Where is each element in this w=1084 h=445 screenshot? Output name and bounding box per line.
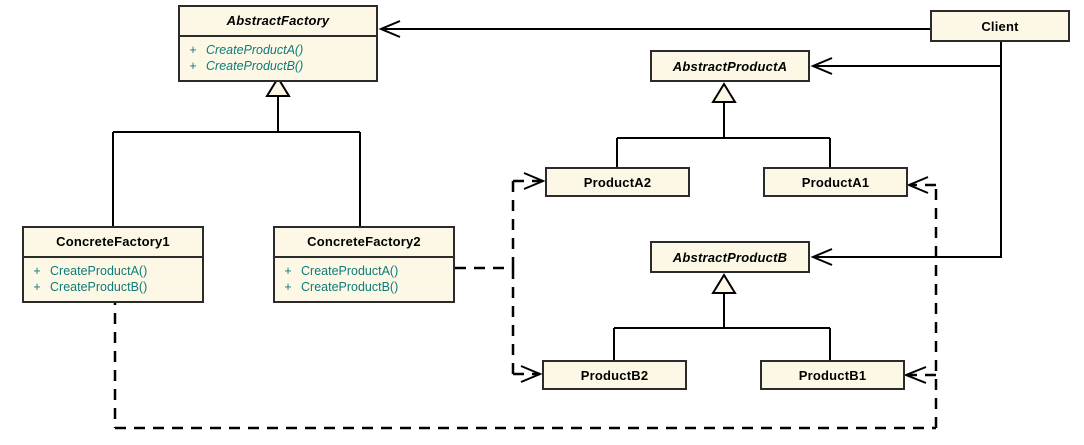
member-row: + CreateProductA() bbox=[275, 263, 453, 279]
class-name-product-b2: ProductB2 bbox=[580, 367, 649, 383]
member-row: + CreateProductA() bbox=[24, 263, 202, 279]
member-signature: CreateProductB() bbox=[206, 59, 304, 73]
class-name-product-b1: ProductB1 bbox=[798, 367, 867, 383]
class-box-product-b1[interactable]: ProductB1 bbox=[760, 360, 905, 390]
class-name-concrete-factory-1: ConcreteFactory1 bbox=[24, 228, 202, 258]
visibility-marker: + bbox=[189, 59, 197, 73]
edge-concrete-factory-1-creates-products-1 bbox=[113, 176, 938, 430]
member-row: + CreateProductB() bbox=[24, 279, 202, 295]
class-members-concrete-factory-2: + CreateProductA() + CreateProductB() bbox=[275, 258, 453, 301]
class-members-concrete-factory-1: + CreateProductA() + CreateProductB() bbox=[24, 258, 202, 301]
class-box-abstract-product-a[interactable]: AbstractProductA bbox=[650, 50, 810, 82]
member-row: + CreateProductA() bbox=[180, 42, 376, 58]
class-name-concrete-factory-2: ConcreteFactory2 bbox=[275, 228, 453, 258]
edge-concrete-factory-2-creates-products-2 bbox=[455, 172, 546, 383]
member-signature: CreateProductA() bbox=[50, 264, 148, 278]
visibility-marker: + bbox=[284, 280, 292, 294]
class-name-abstract-product-a: AbstractProductA bbox=[672, 58, 788, 74]
member-signature: CreateProductB() bbox=[50, 280, 148, 294]
class-box-concrete-factory-1[interactable]: ConcreteFactory1 + CreateProductA() + Cr… bbox=[22, 226, 204, 303]
class-name-abstract-product-b: AbstractProductB bbox=[672, 249, 788, 265]
member-signature: CreateProductA() bbox=[206, 43, 304, 57]
class-name-product-a1: ProductA1 bbox=[801, 174, 870, 190]
edge-concrete-factories-to-abstract-factory bbox=[112, 73, 361, 226]
edge-client-to-abstract-factory bbox=[378, 20, 930, 38]
class-box-client[interactable]: Client bbox=[930, 10, 1070, 42]
class-box-product-b2[interactable]: ProductB2 bbox=[542, 360, 687, 390]
class-box-product-a1[interactable]: ProductA1 bbox=[763, 167, 908, 197]
class-members-abstract-factory: + CreateProductA() + CreateProductB() bbox=[180, 37, 376, 80]
class-box-abstract-product-b[interactable]: AbstractProductB bbox=[650, 241, 810, 273]
member-signature: CreateProductA() bbox=[301, 264, 399, 278]
visibility-marker: + bbox=[189, 43, 197, 57]
class-box-abstract-factory[interactable]: AbstractFactory + CreateProductA() + Cre… bbox=[178, 5, 378, 82]
edge-products-a-to-abstract-product-a bbox=[616, 82, 831, 167]
member-row: + CreateProductB() bbox=[275, 279, 453, 295]
visibility-marker: + bbox=[33, 264, 41, 278]
member-row: + CreateProductB() bbox=[180, 58, 376, 74]
member-signature: CreateProductB() bbox=[301, 280, 399, 294]
edge-products-b-to-abstract-product-b bbox=[613, 273, 831, 360]
class-name-client: Client bbox=[981, 18, 1019, 34]
class-name-product-a2: ProductA2 bbox=[583, 174, 652, 190]
edge-client-to-abstract-product-b bbox=[810, 66, 1002, 266]
class-box-product-a2[interactable]: ProductA2 bbox=[545, 167, 690, 197]
class-name-abstract-factory: AbstractFactory bbox=[180, 7, 376, 37]
class-box-concrete-factory-2[interactable]: ConcreteFactory2 + CreateProductA() + Cr… bbox=[273, 226, 455, 303]
visibility-marker: + bbox=[284, 264, 292, 278]
edge-client-to-abstract-product-a bbox=[810, 42, 1002, 75]
visibility-marker: + bbox=[33, 280, 41, 294]
